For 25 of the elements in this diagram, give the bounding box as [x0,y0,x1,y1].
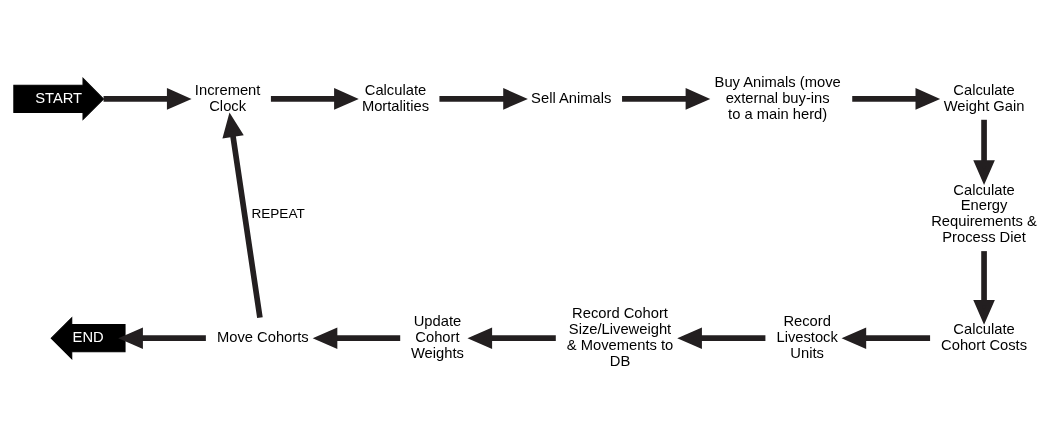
arrow [973,119,995,185]
edge-label: REPEAT [251,205,305,221]
node-text: Increment Clock [194,81,261,114]
arrow [118,326,206,349]
node-text: Sell Animals [531,89,612,106]
arrow [622,87,711,110]
node-text: Calculate Weight Gain [943,81,1025,114]
arrow [222,111,263,318]
arrow [312,326,401,349]
arrow [439,87,528,110]
node-text: Calculate Mortalities [361,81,430,114]
node-text: Update Cohort Weights [410,312,464,361]
arrow [677,326,766,349]
node-text: Record Cohort Size/Liveweight & Movements to DB [566,304,674,369]
arrow [973,250,995,325]
arrow [103,87,192,110]
arrow [852,87,941,110]
node-text: Move Cohorts [216,328,309,345]
arrow [841,326,931,349]
arrow [270,87,359,110]
arrow [467,326,556,349]
node-text: Buy Animals (move external buy-ins to a main herd) [714,73,841,122]
node-text: Calculate Cohort Costs [941,320,1028,353]
node-text: Calculate Energy Requirements & Process Diet [931,181,1037,245]
node-text: Record Livestock Units [776,312,838,361]
